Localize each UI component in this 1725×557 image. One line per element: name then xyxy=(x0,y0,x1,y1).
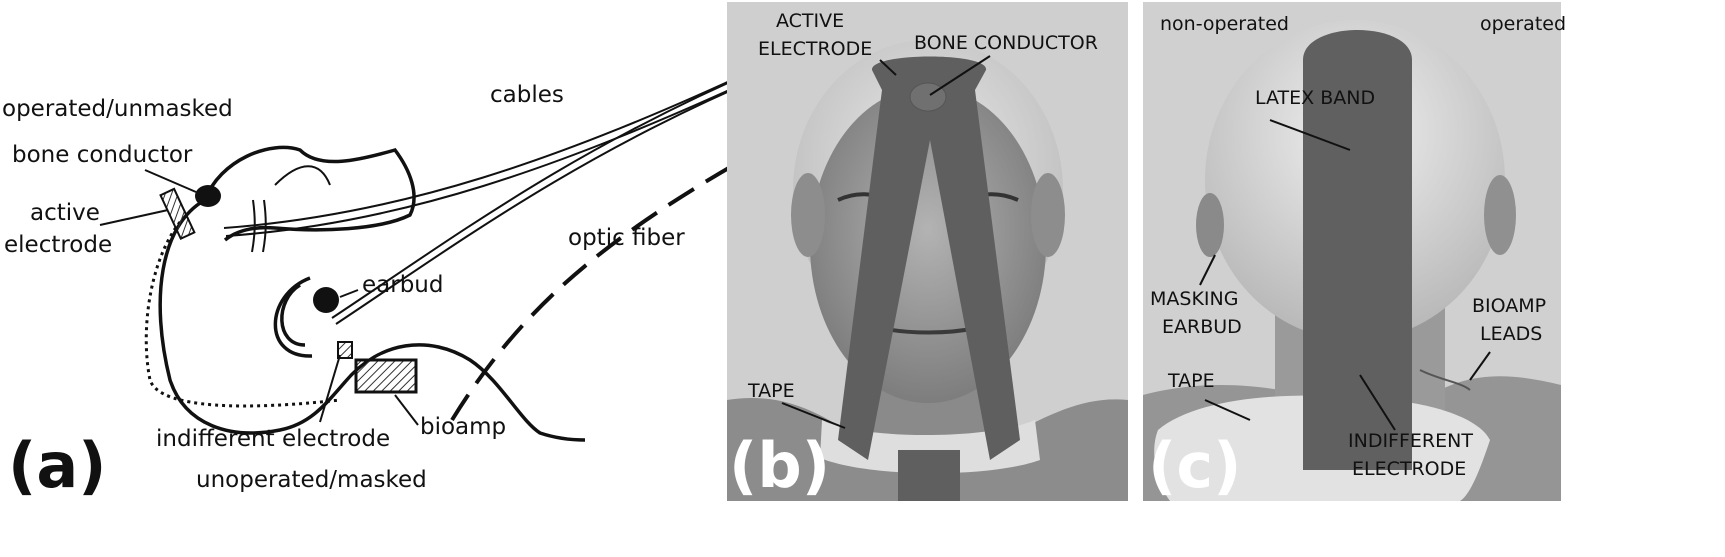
label-b-tape: TAPE xyxy=(747,380,795,402)
label-c-bioamp: BIOAMP xyxy=(1472,295,1546,317)
label-indifferent-electrode: indifferent electrode xyxy=(156,426,390,452)
leader-c-tape xyxy=(1204,399,1251,421)
leader-earbud xyxy=(339,289,359,298)
panel-c: non-operated operated LATEX BAND MASKING… xyxy=(1143,2,1566,502)
label-c-tape: TAPE xyxy=(1167,370,1215,392)
bone-conductor-shape xyxy=(195,185,221,207)
leader-active-electrode xyxy=(99,209,169,226)
photo-c-ear-left xyxy=(1196,193,1224,257)
leader-c-latex xyxy=(1269,119,1351,151)
leader-bone-conductor xyxy=(144,169,197,193)
label-unoperated-masked: unoperated/masked xyxy=(196,467,427,493)
leader-b-bone xyxy=(929,55,991,96)
ear-mark-2 xyxy=(262,199,267,253)
panel-a: operated/unmasked bone conductor active … xyxy=(2,67,765,502)
label-active: active xyxy=(30,200,100,226)
photo-b-ear-right xyxy=(1031,173,1065,257)
photo-b-ear-left xyxy=(791,173,825,257)
label-electrode: electrode xyxy=(4,232,112,258)
cable-line-1 xyxy=(223,67,759,229)
panel-letter-c: (c) xyxy=(1148,429,1241,502)
label-c-operated: operated xyxy=(1480,13,1566,35)
leader-c-masking xyxy=(1199,254,1216,286)
indifferent-electrode-shape xyxy=(337,341,353,359)
photo-b-latex-strap xyxy=(838,56,1020,460)
photo-c-bioamp-leads xyxy=(1419,369,1471,391)
cable-line-4 xyxy=(335,75,765,325)
label-bone-conductor: bone conductor xyxy=(12,142,193,168)
earbud-shape xyxy=(313,287,339,313)
face-profile xyxy=(203,145,416,242)
label-c-electrode: ELECTRODE xyxy=(1352,458,1466,480)
label-bioamp: bioamp xyxy=(420,414,506,440)
leader-bioamp xyxy=(394,394,419,426)
cable-line-3 xyxy=(331,67,763,319)
leader-c-bioamp xyxy=(1469,351,1491,381)
label-b-bone-conductor: BONE CONDUCTOR xyxy=(914,32,1098,54)
label-cables: cables xyxy=(490,82,564,108)
label-c-earbud: EARBUD xyxy=(1162,316,1242,338)
active-electrode-shape xyxy=(159,187,196,241)
label-c-masking: MASKING xyxy=(1150,288,1238,310)
leader-b-tape xyxy=(781,402,846,429)
label-operated-unmasked: operated/unmasked xyxy=(2,96,233,122)
leader-b-active xyxy=(879,59,897,76)
ear-outline-1 xyxy=(280,283,306,347)
label-b-active: ACTIVE xyxy=(776,10,844,32)
bioamp-shape xyxy=(354,358,418,394)
leader-c-indifferent xyxy=(1359,374,1396,431)
label-c-leads: LEADS xyxy=(1480,323,1542,345)
label-earbud: earbud xyxy=(362,272,443,298)
electrode-lead xyxy=(144,221,341,408)
label-c-latex-band: LATEX BAND xyxy=(1255,87,1375,109)
label-b-electrode: ELECTRODE xyxy=(758,38,872,60)
panel-b: ACTIVE ELECTRODE BONE CONDUCTOR TAPE (b) xyxy=(727,2,1128,502)
eye-line xyxy=(274,165,331,186)
panel-letter-a: (a) xyxy=(8,429,107,502)
photo-b-strap-lower xyxy=(898,450,960,501)
ear-outline-2 xyxy=(273,276,313,358)
label-c-indifferent: INDIFFERENT xyxy=(1348,430,1473,452)
ear-mark-1 xyxy=(251,199,256,253)
panel-letter-b: (b) xyxy=(729,429,830,502)
label-optic-fiber: optic fiber xyxy=(568,225,685,251)
photo-c-ear-right xyxy=(1484,175,1516,255)
head-outline xyxy=(158,198,586,442)
leader-indifferent xyxy=(319,354,341,423)
label-c-non-operated: non-operated xyxy=(1160,13,1289,35)
photo-c-latex-band xyxy=(1303,30,1412,470)
optic-fiber-line xyxy=(450,148,761,422)
